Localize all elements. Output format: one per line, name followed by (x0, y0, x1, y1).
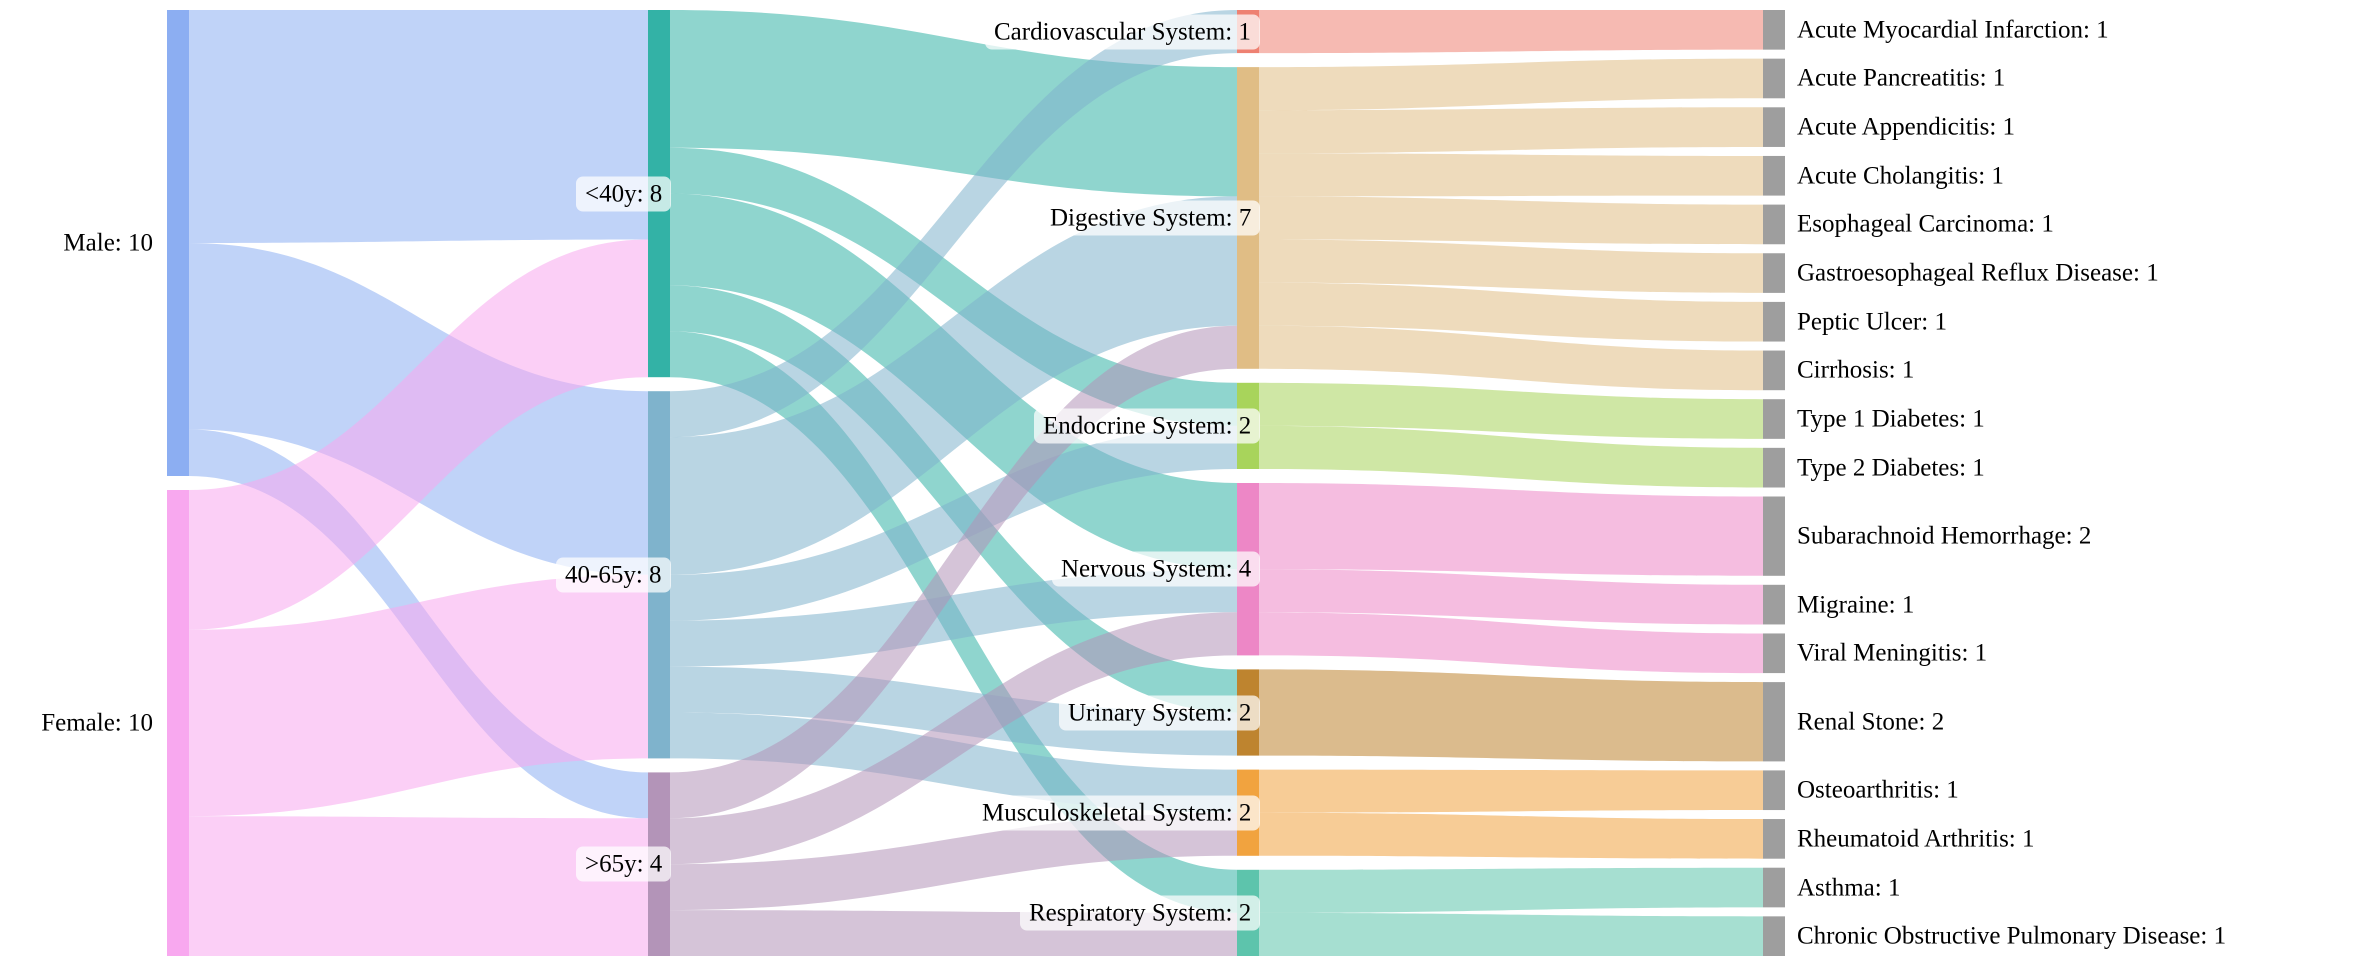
sankey-node-t1dm[interactable] (1763, 399, 1785, 439)
node-label-nervous: Nervous System: 4 (1052, 551, 1261, 587)
node-label-t1dm: Type 1 Diabetes: 1 (1797, 405, 1985, 433)
sankey-link (1259, 196, 1763, 245)
node-label-copd: Chronic Obstructive Pulmonary Disease: 1 (1797, 922, 2227, 950)
sankey-node-oa[interactable] (1763, 770, 1785, 811)
sankey-link (1259, 325, 1763, 391)
sankey-link (1259, 867, 1763, 913)
sankey-link (1259, 58, 1763, 111)
sankey-link (670, 812, 1237, 911)
sankey-node-cirrhosis[interactable] (1763, 350, 1785, 391)
node-label-migraine: Migraine: 1 (1797, 591, 1915, 619)
node-label-appendicitis: Acute Appendicitis: 1 (1797, 113, 2016, 141)
sankey-link (1259, 10, 1763, 54)
sankey-node-esocarcinoma[interactable] (1763, 204, 1785, 245)
node-label-esocarcinoma: Esophageal Carcinoma: 1 (1797, 210, 2054, 238)
sankey-link (189, 239, 648, 630)
sankey-node-ra[interactable] (1763, 819, 1785, 859)
sankey-node-pancreatitis[interactable] (1763, 58, 1785, 99)
node-label-gerd: Gastroesophageal Reflux Disease: 1 (1797, 259, 2159, 287)
node-label-viralmening: Viral Meningitis: 1 (1797, 639, 1988, 667)
sankey-link (670, 196, 1237, 575)
sankey-node-asthma[interactable] (1763, 867, 1785, 908)
node-label-sah: Subarachnoid Hemorrhage: 2 (1797, 522, 2092, 550)
node-label-lt40: <40y: 8 (576, 176, 672, 212)
sankey-link (1259, 812, 1763, 859)
sankey-link (670, 569, 1237, 667)
sankey-node-appendicitis[interactable] (1763, 107, 1785, 147)
sankey-link (670, 147, 1237, 426)
sankey-link (1259, 669, 1763, 762)
node-label-urinary: Urinary System: 2 (1059, 695, 1261, 730)
node-label-gt65: >65y: 4 (576, 846, 672, 882)
node-label-pancreatitis: Acute Pancreatitis: 1 (1797, 64, 2006, 92)
node-label-ami: Acute Myocardial Infarction: 1 (1797, 16, 2109, 44)
node-label-40to65: 40-65y: 8 (556, 557, 671, 593)
node-label-cardio: Cardiovascular System: 1 (985, 14, 1260, 50)
sankey-link (1259, 382, 1763, 439)
sankey-links (189, 10, 1763, 956)
sankey-link (1259, 282, 1763, 342)
sankey-link (1259, 769, 1763, 813)
sankey-node-male[interactable] (167, 10, 189, 476)
sankey-node-ami[interactable] (1763, 10, 1785, 50)
node-label-cholangitis: Acute Cholangitis: 1 (1797, 162, 2004, 190)
sankey-link (1259, 107, 1763, 154)
sankey-link (670, 425, 1237, 621)
node-label-female: Female: 10 (41, 709, 153, 737)
sankey-link (1259, 483, 1763, 576)
node-label-t2dm: Type 2 Diabetes: 1 (1797, 454, 1985, 482)
node-label-male: Male: 10 (63, 229, 153, 257)
sankey-nodes (167, 10, 1785, 956)
sankey-node-female[interactable] (167, 490, 189, 956)
node-label-asthma: Asthma: 1 (1797, 874, 1901, 902)
sankey-link (189, 10, 648, 243)
sankey-node-copd[interactable] (1763, 916, 1785, 956)
node-label-endo: Endocrine System: 2 (1034, 408, 1261, 444)
sankey-node-pepticulcer[interactable] (1763, 301, 1785, 342)
sankey-node-viralmening[interactable] (1763, 633, 1785, 674)
sankey-link (670, 612, 1237, 865)
node-label-cirrhosis: Cirrhosis: 1 (1797, 356, 1915, 384)
sankey-node-renalstone[interactable] (1763, 682, 1785, 762)
sankey-node-cholangitis[interactable] (1763, 155, 1785, 196)
sankey-link (1259, 612, 1763, 674)
sankey-node-migraine[interactable] (1763, 584, 1785, 625)
sankey-node-sah[interactable] (1763, 496, 1785, 576)
sankey-node-t2dm[interactable] (1763, 447, 1785, 488)
sankey-link (670, 666, 1237, 756)
node-label-msk: Musculoskeletal System: 2 (973, 795, 1261, 831)
sankey-link (670, 10, 1237, 197)
node-label-resp: Respiratory System: 2 (1020, 895, 1261, 931)
sankey-link (1259, 153, 1763, 197)
sankey-link (670, 285, 1237, 713)
sankey-link (670, 325, 1237, 819)
sankey-link (1259, 912, 1763, 956)
sankey-link (1259, 425, 1763, 488)
node-label-digest: Digestive System: 7 (1041, 200, 1261, 236)
node-label-ra: Rheumatoid Arthritis: 1 (1797, 825, 2035, 853)
sankey-link (189, 574, 648, 817)
sankey-link (189, 816, 648, 956)
sankey-link (670, 10, 1237, 438)
sankey-node-gerd[interactable] (1763, 253, 1785, 293)
sankey-link (1259, 239, 1763, 293)
node-label-renalstone: Renal Stone: 2 (1797, 708, 1945, 736)
sankey-link (1259, 569, 1763, 625)
node-label-oa: Osteoarthritis: 1 (1797, 776, 1959, 804)
node-label-pepticulcer: Peptic Ulcer: 1 (1797, 308, 1947, 336)
